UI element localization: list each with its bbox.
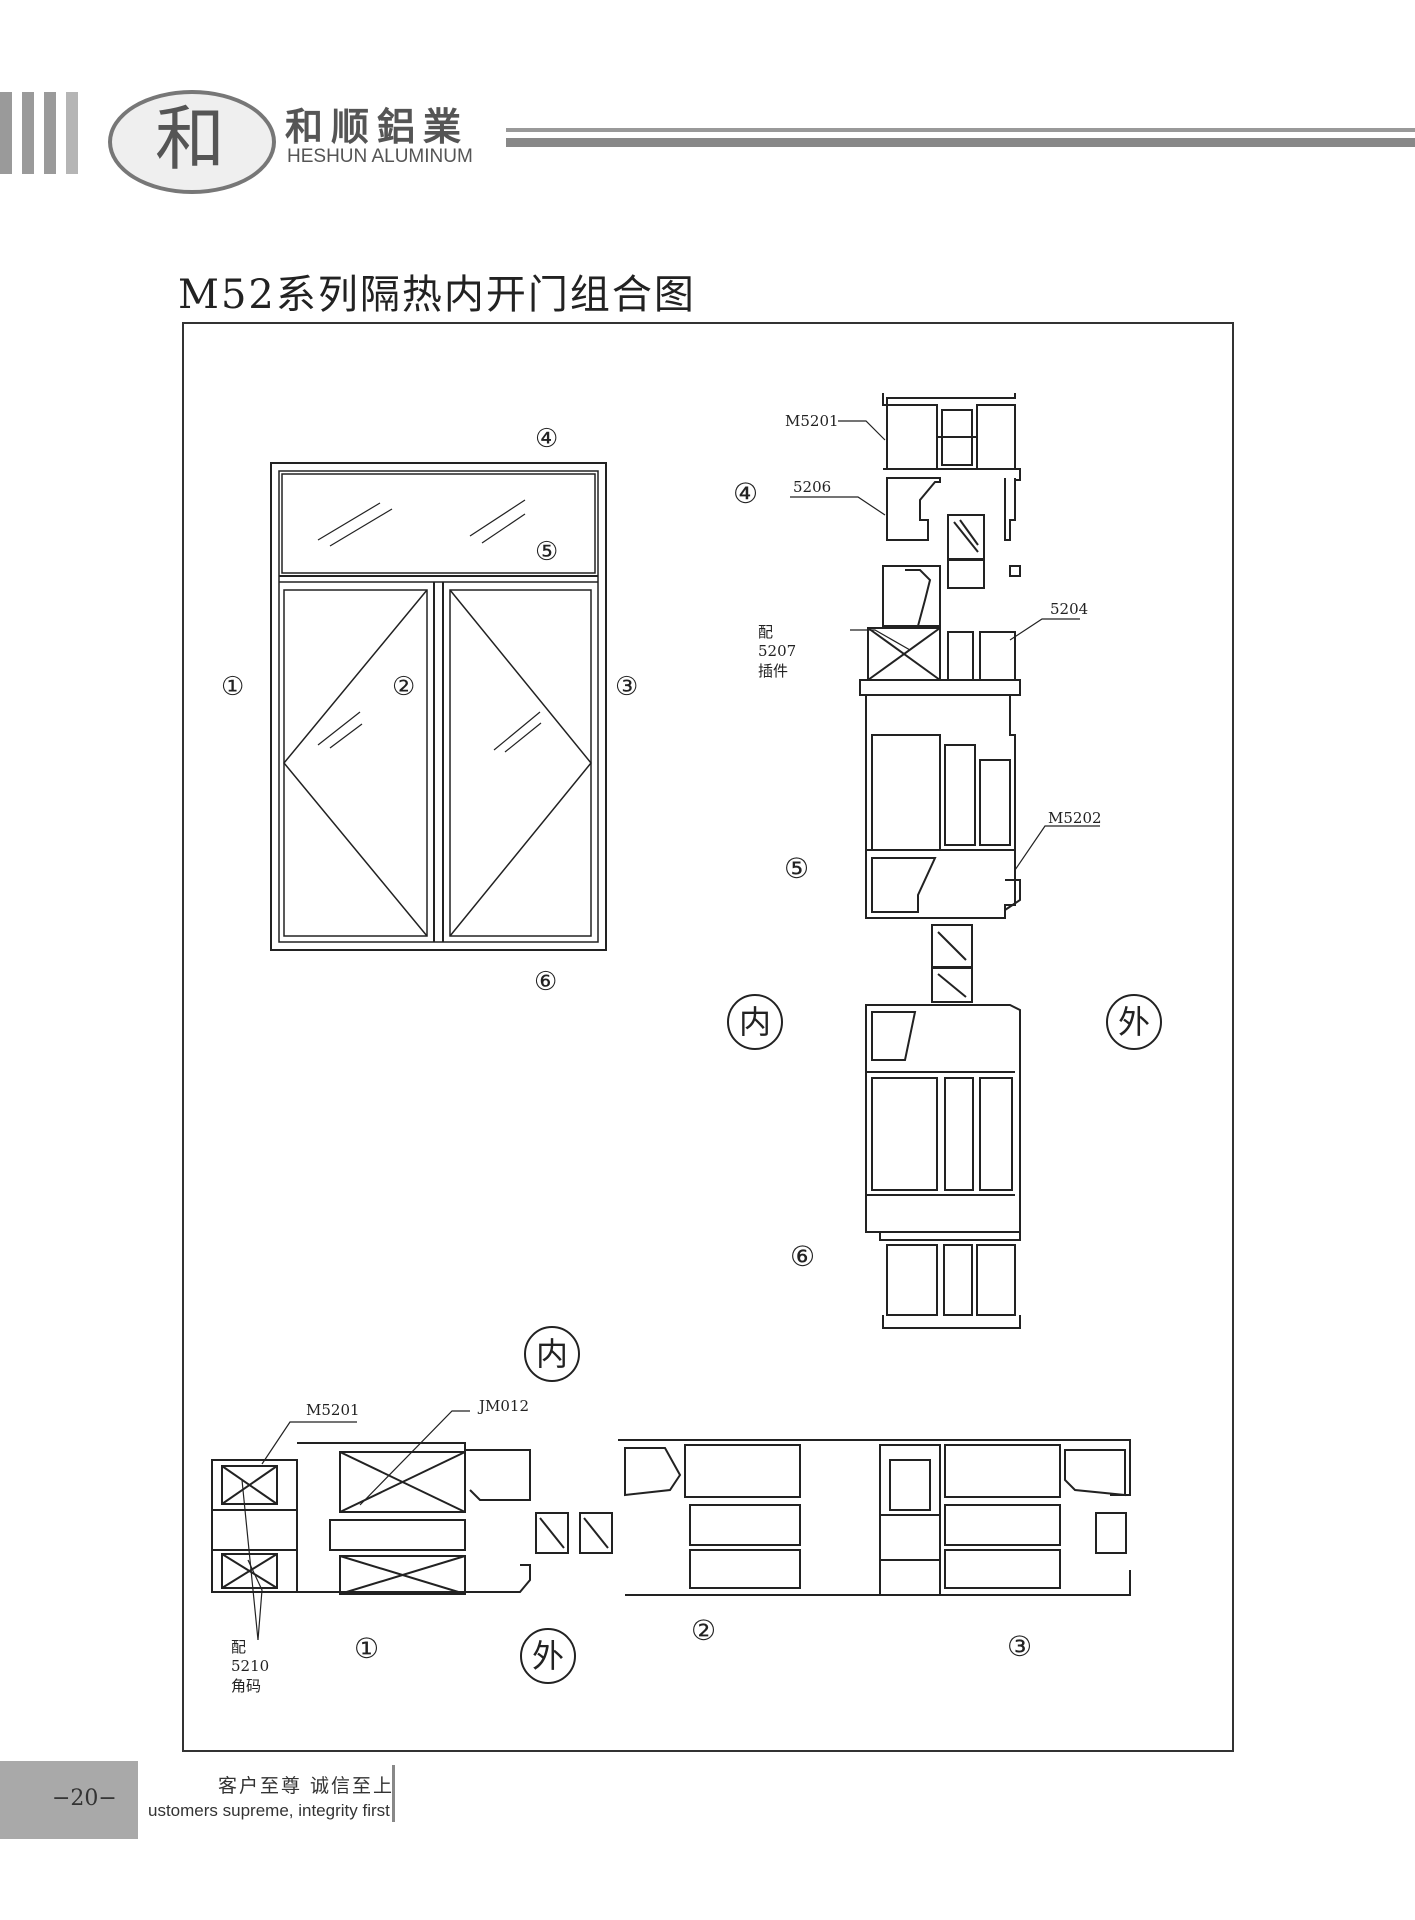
label-5207-insert: 配5207插件 bbox=[758, 623, 797, 680]
brand-name-en: HESHUN ALUMINUM bbox=[287, 146, 473, 167]
vsec-callout-5: ⑤ bbox=[784, 852, 810, 885]
vsec-callout-6: ⑥ bbox=[790, 1240, 816, 1273]
hsec-inside-label: 内 bbox=[524, 1326, 580, 1382]
slogan-en: ustomers supreme, integrity first bbox=[148, 1801, 390, 1820]
callout-2: ② bbox=[392, 672, 416, 702]
door-elevation bbox=[270, 462, 607, 951]
page-number: −20− bbox=[52, 1786, 117, 1811]
label-m5201-h: M5201 bbox=[306, 1401, 360, 1419]
label-jm012: JM012 bbox=[479, 1397, 530, 1415]
callout-1: ① bbox=[221, 672, 245, 702]
label-5210-corner: 配5210角码 bbox=[231, 1638, 270, 1695]
header-rule-thick bbox=[506, 138, 1415, 147]
slogan-cn: 客户至尊 诚信至上 bbox=[218, 1775, 395, 1797]
vsec-callout-4: ④ bbox=[733, 477, 759, 510]
vertical-section bbox=[859, 393, 1021, 1329]
drawing-frame bbox=[182, 322, 1234, 1752]
label-m5202: M5202 bbox=[1048, 809, 1102, 827]
label-5206: 5206 bbox=[793, 478, 832, 496]
hsec-callout-1: ① bbox=[354, 1632, 380, 1665]
label-m5201-v: M5201 bbox=[785, 412, 839, 430]
label-5204: 5204 bbox=[1050, 600, 1089, 618]
callout-4: ④ bbox=[535, 424, 559, 454]
page-number-box bbox=[0, 1761, 138, 1839]
callout-6: ⑥ bbox=[534, 967, 558, 997]
brand-name-cn: 和顺鋁業 bbox=[285, 105, 470, 149]
brand-logo bbox=[108, 90, 276, 194]
vsec-inside-label: 内 bbox=[727, 994, 783, 1050]
callout-5: ⑤ bbox=[535, 537, 559, 567]
footer-divider bbox=[392, 1765, 395, 1822]
page-title: M52系列隔热内开门组合图 bbox=[178, 272, 696, 318]
hsec-outside-label: 外 bbox=[520, 1628, 576, 1684]
hsec-callout-3: ③ bbox=[1007, 1630, 1033, 1663]
brand-logo-mark: 和 bbox=[155, 98, 225, 180]
vsec-outside-label: 外 bbox=[1106, 994, 1162, 1050]
callout-3: ③ bbox=[615, 672, 639, 702]
horizontal-section bbox=[211, 1439, 1131, 1596]
header-rule bbox=[506, 128, 1415, 132]
hsec-callout-2: ② bbox=[691, 1614, 717, 1647]
